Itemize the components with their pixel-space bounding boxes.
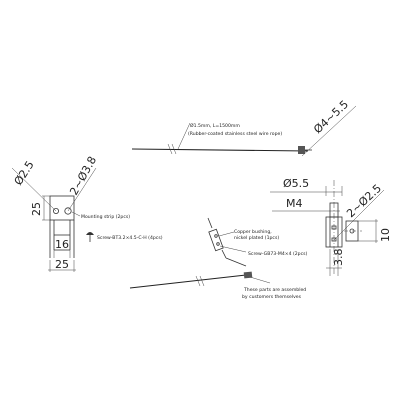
note-leader	[249, 276, 271, 284]
strip-height-dim: 25	[30, 202, 43, 216]
bushing-assembly	[207, 217, 247, 267]
assembly-note-line1: These parts are assembled	[243, 287, 306, 293]
fitting-offset-dim: 3.8	[332, 249, 345, 267]
strip-holes-diameter: 2~Ø3.8	[67, 154, 99, 197]
bushing-screw-leader	[219, 245, 247, 253]
end-fitting-drawing	[270, 180, 385, 276]
bushing-screw-label: Screw-GB73-M4×4 (2pcs)	[248, 251, 308, 257]
strip-inner-width-dim: 16	[55, 238, 69, 251]
wire-rope-top	[131, 143, 312, 155]
rope-end-crimp	[298, 146, 312, 154]
fitting-length-dim: 10	[379, 228, 392, 242]
strip-screw-label: Screw-BT3.2×4.5-C-H (4pcs)	[97, 235, 163, 241]
copper-bushing	[208, 228, 224, 252]
wire-rope-bottom	[129, 271, 253, 289]
bushing-leader	[218, 231, 235, 237]
copper-bushing-label-1: Copper bushing,	[234, 229, 272, 235]
mounting-hole	[64, 207, 72, 215]
strip-label-leader	[71, 211, 81, 217]
assembly-note-line2: by customers themselves	[242, 294, 302, 300]
rope-spec-label: Ø1.5mm, L=1500mm	[190, 122, 240, 129]
screw-icon	[86, 232, 94, 242]
copper-bushing-label-2: nickel plated (1pcs)	[234, 235, 279, 241]
strip-small-hole-diameter: Ø2.5	[12, 159, 37, 188]
rope-end-leader	[301, 105, 357, 157]
mounting-strip-label: Mounting strip (2pcs)	[81, 214, 130, 220]
rope-material-label: (Rubber-coated stainless steel wire rope…	[188, 131, 282, 137]
strip-width-dim: 25	[55, 258, 69, 271]
fitting-holes-diameter: 2~Ø2.5	[344, 182, 384, 220]
mounting-strip-drawing	[11, 167, 97, 272]
rope-end-diameter: Ø4~5.5	[311, 98, 351, 136]
fitting-diameter-dim: Ø5.5	[283, 177, 309, 190]
fitting-thread-dim: M4	[286, 197, 303, 210]
mounting-hole-small	[53, 207, 60, 214]
mounting-strip-body	[49, 195, 75, 221]
rope-spec-leader	[177, 122, 191, 150]
